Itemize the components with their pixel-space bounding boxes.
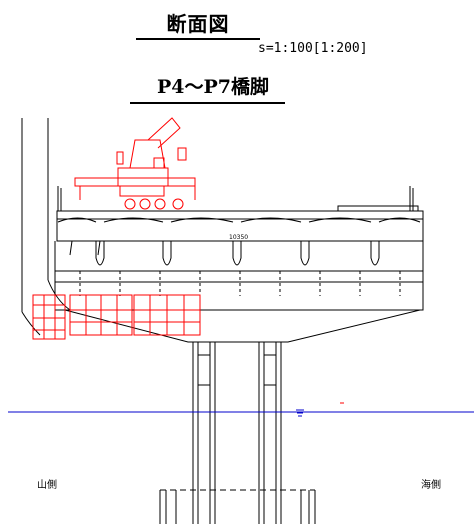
mountain-side-label: 山側 — [37, 480, 57, 491]
drawing-subtitle: P4〜P7橋脚 — [156, 76, 269, 98]
pier-structure — [21, 118, 424, 524]
scale-label: s=1:100[1:200] — [258, 41, 368, 56]
page-title: 断面図 — [166, 12, 230, 36]
sea-side-label: 海側 — [421, 480, 441, 491]
water-level — [8, 409, 474, 417]
dimension-label: 10350 — [229, 234, 248, 241]
subtitle-underline — [130, 102, 285, 104]
crane-machine — [32, 117, 201, 340]
title-underline — [136, 38, 260, 40]
